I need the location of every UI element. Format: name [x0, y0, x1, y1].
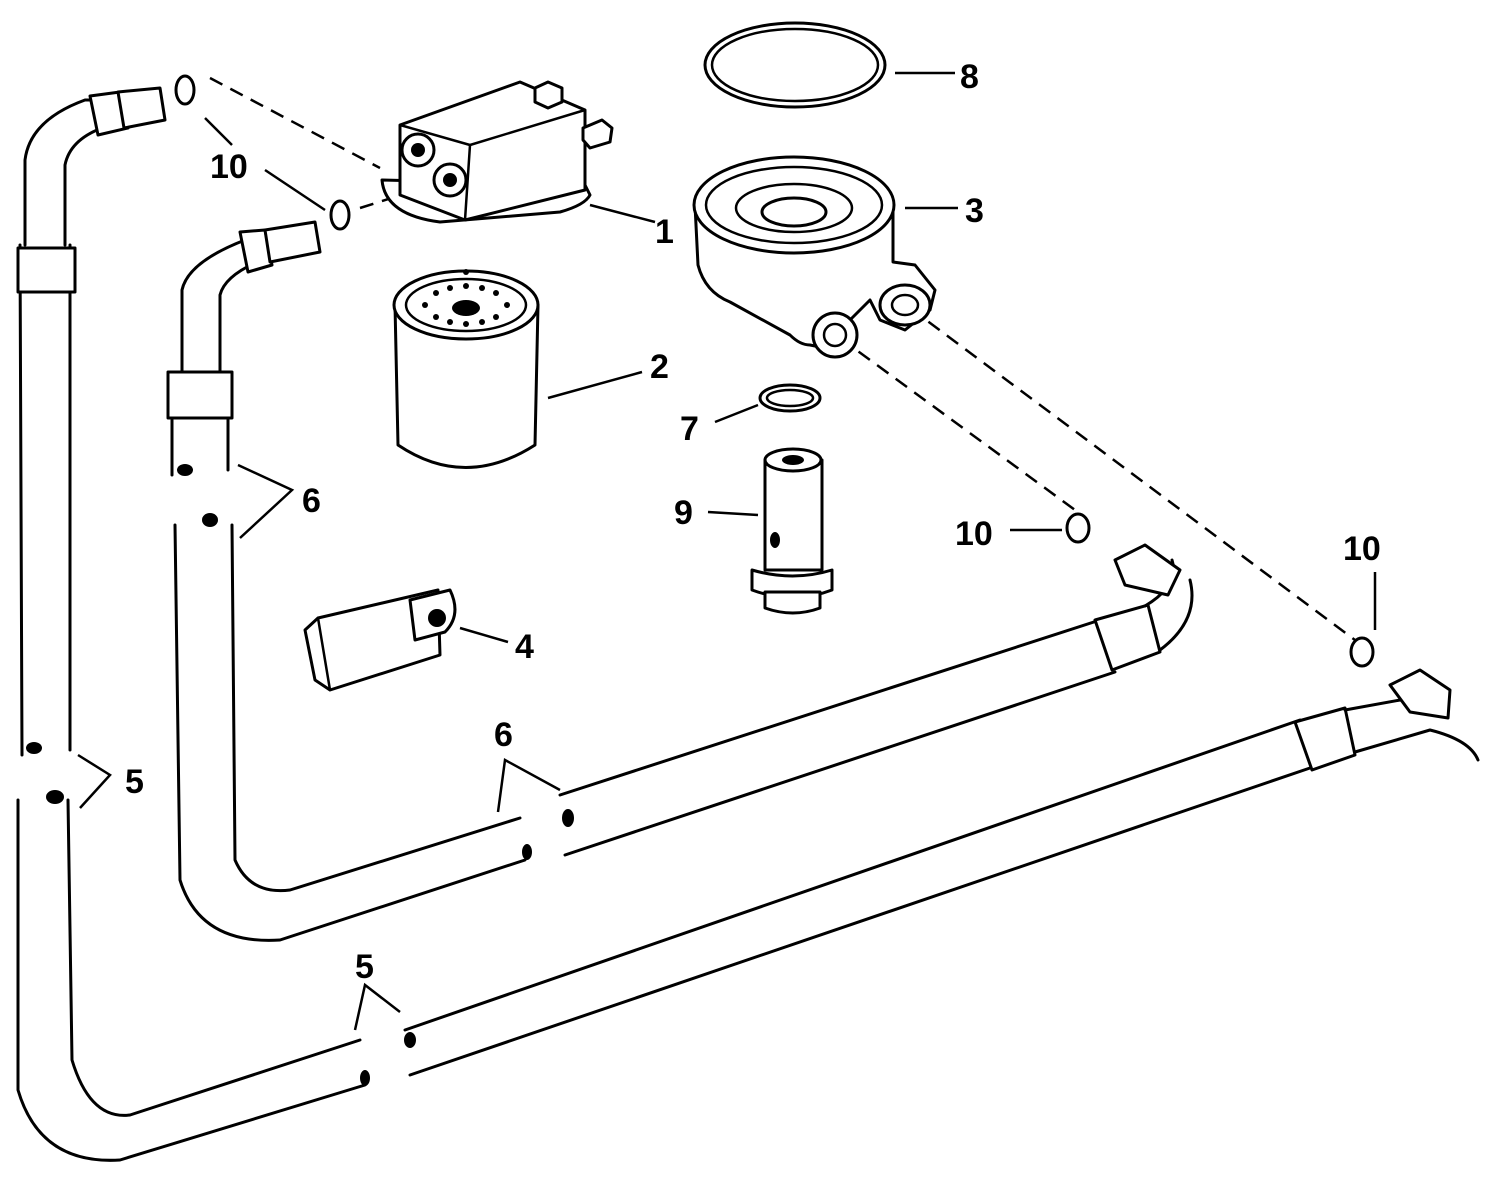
part-5-hose-upper-left: [16, 86, 167, 757]
part-6-hose-upper: [166, 220, 322, 477]
callout-2: 2: [650, 348, 669, 386]
callout-3: 3: [965, 192, 984, 230]
callout-5-upper: 5: [125, 763, 144, 801]
callout-labels: 1 2 3 4 5 5 6 6 7 8 9 10 10 10 10: [125, 58, 1381, 986]
callout-7: 7: [680, 410, 699, 448]
callout-10-right: 10: [1343, 530, 1381, 568]
callout-4: 4: [515, 628, 534, 666]
part-5-hose-lower-left: [16, 790, 370, 1162]
part-2-oil-filter: [392, 269, 540, 469]
part-5-hose-lower-right: [403, 668, 1480, 1077]
part-1-filter-mount-block: [380, 80, 614, 224]
callout-6-lower: 6: [494, 716, 513, 754]
callout-10-top: 10: [210, 148, 248, 186]
callout-leader-lines: [77, 71, 1377, 1031]
part-3-filter-adapter: [692, 155, 937, 359]
callout-9: 9: [674, 494, 693, 532]
part-4-hose-bracket: [303, 588, 457, 692]
part-6-hose-lower: [173, 513, 532, 942]
callout-10-right-mid: 10: [955, 515, 993, 553]
part-6-hose-right: [558, 543, 1194, 857]
callout-1: 1: [655, 213, 674, 251]
part-10-small-o-rings: [174, 74, 1375, 668]
part-9-threaded-adapter: [750, 447, 834, 615]
part-8-large-o-ring: [703, 21, 887, 109]
callout-5-lower: 5: [355, 948, 374, 986]
callout-8: 8: [960, 58, 979, 96]
callout-6-upper: 6: [302, 482, 321, 520]
part-7-o-ring: [758, 383, 822, 413]
